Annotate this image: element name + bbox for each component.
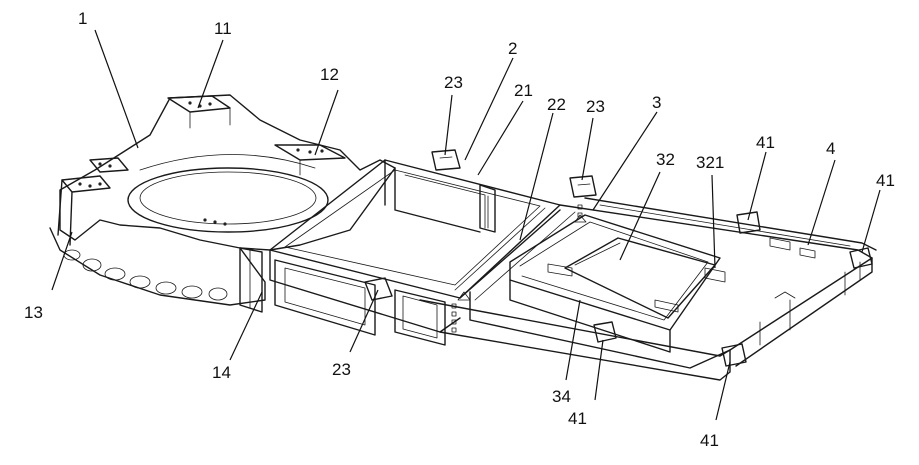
- label-13: 13: [24, 303, 43, 322]
- bracket-23-c: [365, 278, 392, 300]
- label-321: 321: [696, 153, 724, 172]
- middle-tray-part-3: [452, 205, 730, 368]
- label-1: 1: [78, 9, 87, 28]
- label-41-b: 41: [876, 171, 895, 190]
- label-23-a: 23: [444, 73, 463, 92]
- reference-numerals: 1 11 12 13 14 2 21 22 23 23 23 3 32 321 …: [24, 9, 895, 450]
- label-34: 34: [552, 387, 571, 406]
- label-14: 14: [212, 363, 231, 382]
- label-41-a: 41: [756, 133, 775, 152]
- leader-lines: [52, 30, 880, 420]
- bracket-41-c: [594, 322, 616, 342]
- front-ring-frame-part-1: [50, 95, 395, 312]
- label-4: 4: [826, 139, 835, 158]
- plate-part-32: [565, 238, 715, 318]
- bracket-23-a: [432, 150, 460, 170]
- label-23-b: 23: [586, 97, 605, 116]
- brackets: [365, 150, 872, 366]
- label-41-c: 41: [568, 409, 587, 428]
- label-2: 2: [508, 39, 517, 58]
- label-3: 3: [652, 93, 661, 112]
- bracket-41-a: [737, 212, 760, 233]
- lightening-holes: [64, 250, 227, 300]
- label-41-d: 41: [700, 431, 719, 450]
- label-12: 12: [320, 65, 339, 84]
- perforation-column: [452, 205, 582, 332]
- label-21: 21: [514, 81, 533, 100]
- label-32: 32: [656, 150, 675, 169]
- label-22: 22: [547, 95, 566, 114]
- label-11: 11: [214, 19, 232, 38]
- bracket-23-b: [570, 176, 596, 197]
- bolt-holes: [78, 101, 323, 225]
- central-frame-part-2: [270, 160, 586, 345]
- label-23-c: 23: [332, 360, 351, 379]
